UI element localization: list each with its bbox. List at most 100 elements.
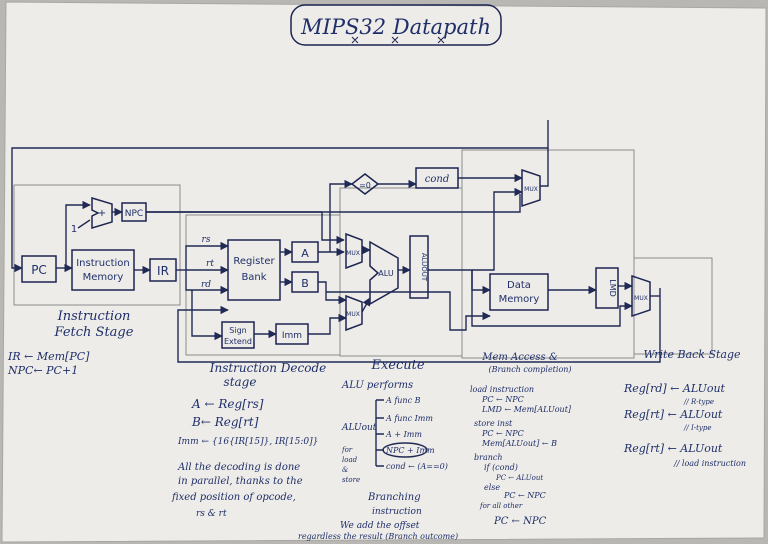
pc-adder xyxy=(91,196,113,230)
npc-to-alu-mux-wire xyxy=(146,211,345,245)
instruction-memory xyxy=(71,249,135,291)
alu-op-note: A func B xyxy=(385,396,421,405)
mem-stage-note: (Branch completion) xyxy=(488,365,571,374)
rd-label: rd xyxy=(201,280,211,290)
mem-note: else xyxy=(484,483,500,492)
aluout-register xyxy=(409,235,429,299)
mem-note: if (cond) xyxy=(484,463,518,472)
alu-op-note: NPC + Imm xyxy=(385,446,435,455)
mem-note: for all other xyxy=(479,502,523,510)
alu-mux-bottom xyxy=(345,294,363,332)
pc-to-adder-wire xyxy=(65,200,91,268)
alu-op-note: cond ← (A==0) xyxy=(386,462,448,471)
alu-side-note: load xyxy=(342,456,358,464)
zero-test xyxy=(350,173,380,195)
decode-parallel-note: in parallel, thanks to the xyxy=(178,476,303,487)
ir-label: IR xyxy=(157,264,169,278)
branching-note: Branching xyxy=(367,492,421,503)
mem-note: PC ← NPC xyxy=(503,491,546,500)
mux-bottom-label: MUX xyxy=(346,311,360,318)
mem-note: LMD ← Mem[ALUout] xyxy=(481,405,572,414)
alu-mux-top xyxy=(345,232,363,270)
wb-note: // I-type xyxy=(683,424,711,432)
wb-note: Reg[rt] ← ALUout xyxy=(623,408,723,421)
signext-label-2: Extend xyxy=(224,337,252,346)
pc-register xyxy=(21,255,57,283)
title-frame xyxy=(290,4,502,46)
decode-notes: A ← Reg[rs] B← Reg[rt] Imm ← {16{IR[15]}… xyxy=(171,397,318,519)
signext-label-1: Sign xyxy=(229,326,246,335)
cond-register xyxy=(415,167,459,189)
decode-parallel-note: fixed position of opcode, xyxy=(171,492,296,503)
wb-note: Reg[rd] ← ALUout xyxy=(623,382,726,395)
decode-parallel-note: rs & rt xyxy=(196,509,227,519)
a-to-zero-wire xyxy=(329,179,353,252)
a-label: A xyxy=(301,247,309,260)
pc-feedback-wire xyxy=(11,120,549,273)
mux-top-label: MUX xyxy=(346,250,360,257)
zero-label: =0 xyxy=(359,181,371,190)
mem-note: branch xyxy=(474,453,503,462)
dmem-label-1: Data xyxy=(507,280,531,291)
ir-register xyxy=(149,258,177,282)
rd-wire xyxy=(185,270,229,295)
offset-note: regardless the result (Branch outcome) xyxy=(298,532,458,541)
writeback-stage-box xyxy=(633,257,713,355)
data-memory xyxy=(489,273,549,311)
b-to-memory-wire xyxy=(326,291,491,331)
mem-note: load instruction xyxy=(470,385,534,394)
adder-label: + xyxy=(98,208,106,219)
sign-extend xyxy=(221,321,255,349)
cond-label: cond xyxy=(425,174,449,185)
npc-imm-circle xyxy=(382,442,428,458)
imm-label: Imm xyxy=(282,331,302,341)
mem-note: Mem[ALUout] ← B xyxy=(481,439,557,448)
a-register xyxy=(291,241,319,263)
mux2-to-alu-wire xyxy=(361,297,371,313)
rs-wire xyxy=(185,241,229,270)
alu-ops-bracket xyxy=(375,399,384,467)
mem-note: PC ← NPC xyxy=(493,516,547,527)
constant-one: 1 xyxy=(71,224,77,235)
register-bank xyxy=(227,239,281,301)
page-title: MIPS32 Datapath xyxy=(300,15,491,39)
fetch-stage-box xyxy=(13,184,181,306)
imem-label-1: Instruction xyxy=(76,258,130,269)
branch-mux-out-wire xyxy=(540,148,549,187)
decode-stage-label-2: stage xyxy=(224,375,257,389)
mem-stage-label: Mem Access & xyxy=(481,352,558,363)
fetch-stage-label-1: Instruction xyxy=(57,309,131,324)
mem-note: store inst xyxy=(474,419,513,428)
aluout-to-wb-wire xyxy=(471,270,633,327)
imem-label-2: Memory xyxy=(83,272,124,283)
wb-note: Reg[rt] ← ALUout xyxy=(623,442,723,455)
alu-side-note: store xyxy=(342,476,360,484)
memory-notes: load instruction PC ← NPC LMD ← Mem[ALUo… xyxy=(470,385,572,527)
writeback-stage-label: Write Back Stage xyxy=(643,348,741,361)
alu-label: ALU xyxy=(378,269,394,278)
writeback-notes: Reg[rd] ← ALUout // R-type Reg[rt] ← ALU… xyxy=(623,382,746,468)
pc-label: PC xyxy=(31,263,47,277)
imm-to-mux-wire xyxy=(308,313,347,335)
mem-note: PC ← NPC xyxy=(481,429,524,438)
fetch-note: NPC← PC+1 xyxy=(7,364,78,377)
aluout-note: ALUout xyxy=(341,423,377,433)
mem-note: PC ← ALUout xyxy=(495,474,543,482)
fetch-stage-label-2: Fetch Stage xyxy=(54,325,134,340)
wb-mux-label: MUX xyxy=(634,295,648,302)
offset-note: We add the offset xyxy=(340,521,420,531)
writeback-wire xyxy=(177,288,661,363)
decode-note: B← Reg[rt] xyxy=(191,415,259,429)
alu-op-note: A func Imm xyxy=(385,414,433,423)
decode-parallel-note: All the decoding is done xyxy=(177,462,300,473)
one-to-adder-wire xyxy=(77,219,91,229)
branch-mux xyxy=(521,168,541,208)
decode-stage-label-1: Instruction Decode xyxy=(209,361,327,375)
dmem-label-2: Memory xyxy=(499,294,540,305)
wb-note: // R-type xyxy=(683,398,714,406)
writeback-mux xyxy=(631,274,651,318)
branch-mux-label: MUX xyxy=(524,186,538,193)
decode-note: Imm ← {16{IR[15]}, IR[15:0]} xyxy=(177,437,318,447)
regbank-label-2: Bank xyxy=(241,272,266,283)
